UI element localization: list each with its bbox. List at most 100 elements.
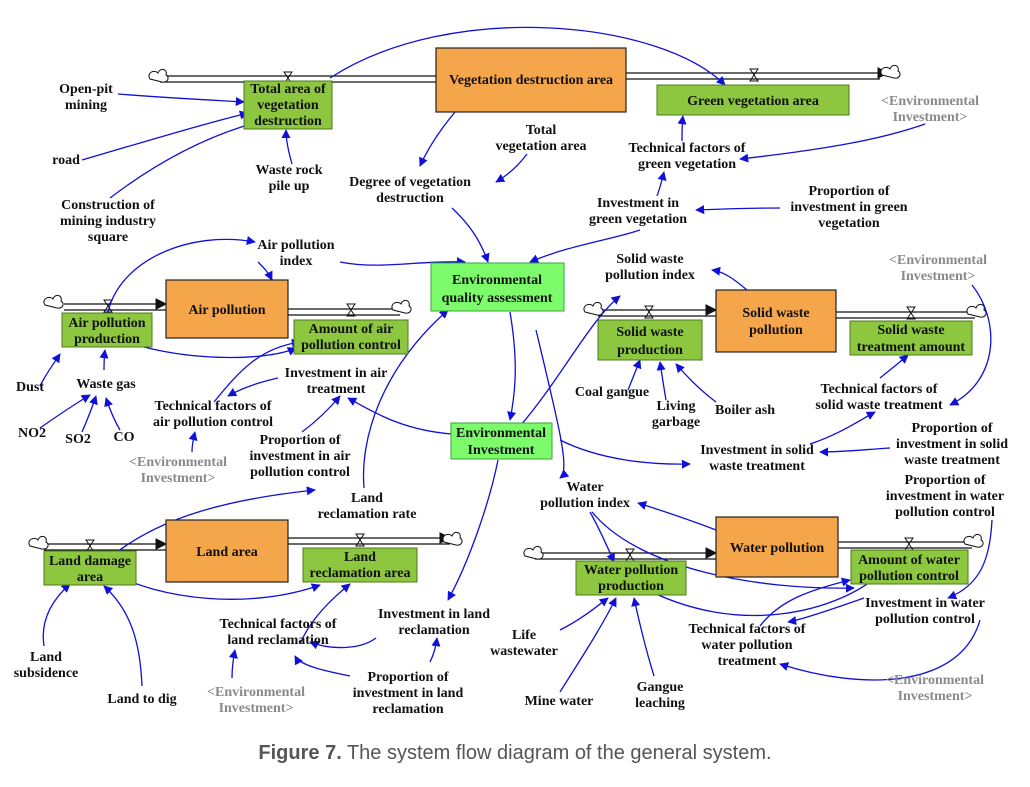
stock-air-pollution[interactable]: Air pollution [165, 279, 289, 339]
svg-text:pollution control: pollution control [859, 569, 959, 584]
var-so2[interactable]: SO2 [65, 432, 91, 447]
cloud-icon [43, 294, 64, 309]
svg-text:quality assessment: quality assessment [442, 291, 553, 306]
stocks: Vegetation destruction area Air pollutio… [165, 47, 839, 583]
rate-water-pollution-production[interactable]: Water pollution production [575, 560, 687, 596]
node-environmental-investment[interactable]: Environmental Investment [450, 422, 553, 460]
figure-caption-text: The system flow diagram of the general s… [341, 742, 772, 764]
var-no2[interactable]: NO2 [18, 426, 46, 441]
svg-text:production: production [74, 332, 140, 347]
flow-pipes [44, 67, 975, 560]
rate-land-reclamation-area[interactable]: Land reclamation area [302, 547, 418, 583]
svg-text:Land: Land [344, 550, 376, 565]
svg-text:Air pollution: Air pollution [68, 316, 145, 331]
stock-vegetation-destruction-area[interactable]: Vegetation destruction area [435, 47, 627, 113]
stock-water-pollution[interactable]: Water pollution [715, 516, 839, 578]
rate-solid-waste-treatment-amount[interactable]: Solid waste treatment amount [849, 320, 973, 356]
svg-text:Air pollution: Air pollution [188, 303, 265, 318]
svg-text:destruction: destruction [254, 114, 322, 129]
stock-land-area[interactable]: Land area [165, 519, 289, 583]
svg-text:vegetation: vegetation [257, 98, 319, 113]
svg-text:Environmental: Environmental [456, 426, 546, 441]
rate-air-pollution-production[interactable]: Air pollution production [61, 312, 153, 348]
var-mine-water[interactable]: Mine water [525, 694, 594, 709]
var-co[interactable]: CO [114, 430, 135, 445]
rate-total-area-vegetation-destruction[interactable]: Total area of vegetation destruction [243, 80, 333, 130]
var-waste-gas[interactable]: Waste gas [76, 377, 136, 392]
svg-text:treatment amount: treatment amount [857, 340, 966, 355]
var-dust[interactable]: Dust [16, 380, 44, 395]
cloud-icon [442, 531, 463, 546]
stock-solid-waste-pollution[interactable]: Solid waste pollution [715, 289, 837, 353]
node-environmental-quality-assessment[interactable]: Environmental quality assessment [430, 262, 565, 312]
svg-text:Solid waste: Solid waste [877, 323, 944, 338]
rates: Total area of vegetation destruction Gre… [43, 80, 973, 596]
svg-text:Solid waste: Solid waste [616, 325, 683, 340]
cloud-icon [391, 299, 412, 314]
svg-text:production: production [617, 343, 683, 358]
var-coal-gangue[interactable]: Coal gangue [575, 385, 649, 400]
svg-text:pollution control: pollution control [301, 338, 401, 353]
svg-text:Land damage: Land damage [49, 554, 131, 569]
rate-solid-waste-production[interactable]: Solid waste production [597, 319, 703, 361]
var-land-to-dig[interactable]: Land to dig [107, 692, 176, 707]
svg-text:Environmental: Environmental [452, 273, 542, 288]
svg-text:area: area [77, 570, 103, 585]
cloud-icon [148, 68, 169, 83]
rate-amount-air-pollution-control[interactable]: Amount of air pollution control [293, 319, 409, 355]
cloud-icon [523, 545, 544, 560]
cloud-icon [28, 535, 49, 550]
key-nodes: Environmental quality assessment Environ… [430, 262, 565, 460]
var-boiler-ash[interactable]: Boiler ash [715, 403, 775, 418]
rate-land-damage-area[interactable]: Land damage area [43, 550, 137, 586]
svg-text:Green vegetation area: Green vegetation area [687, 94, 819, 109]
svg-text:Land area: Land area [196, 545, 258, 560]
svg-text:production: production [598, 579, 664, 594]
svg-text:Water pollution: Water pollution [730, 541, 824, 556]
rate-green-vegetation-area[interactable]: Green vegetation area [656, 84, 850, 116]
svg-text:Water pollution: Water pollution [584, 563, 678, 578]
svg-text:reclamation area: reclamation area [310, 566, 411, 581]
rate-amount-water-pollution-control[interactable]: Amount of water pollution control [850, 549, 969, 585]
cloud-icon [880, 64, 901, 79]
var-road[interactable]: road [52, 153, 80, 168]
svg-text:Amount of water: Amount of water [858, 553, 960, 568]
svg-text:Solid waste: Solid waste [742, 306, 809, 321]
cloud-icon [963, 533, 984, 548]
svg-text:Amount of air: Amount of air [309, 322, 394, 337]
